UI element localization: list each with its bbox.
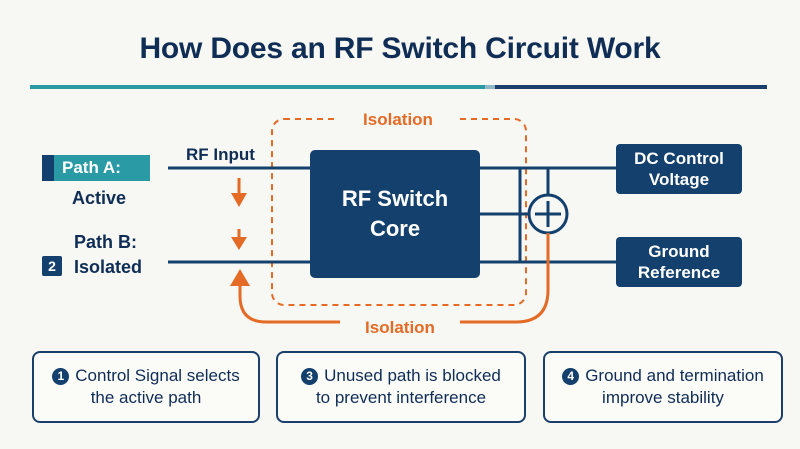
title-underline-teal bbox=[30, 85, 485, 89]
rf-switch-core-block: RF Switch Core bbox=[310, 150, 480, 278]
step-text-line1: Unused path is blocked bbox=[324, 366, 501, 385]
dc-control-voltage-block: DC Control Voltage bbox=[616, 144, 742, 194]
path-b-number-badge: 2 bbox=[42, 256, 62, 276]
isolation-label-top: Isolation bbox=[338, 110, 458, 130]
rf-input-label: RF Input bbox=[186, 145, 255, 164]
step-number-badge: 3 bbox=[301, 368, 319, 385]
step-text-line1: Ground and termination bbox=[585, 366, 764, 385]
core-label-line1: RF Switch bbox=[341, 186, 449, 211]
page-title: How Does an RF Switch Circuit Work bbox=[139, 32, 661, 65]
step-number-badge: 1 bbox=[52, 368, 70, 385]
step-text-line1: Control Signal selects bbox=[75, 366, 240, 385]
path-a-marker bbox=[42, 155, 54, 181]
isolation-label-bottom: Isolation bbox=[340, 318, 460, 338]
step-card: 1 Control Signal selects the active path bbox=[32, 351, 260, 423]
dc-box-line2: Voltage bbox=[648, 170, 710, 189]
step-text-line2: to prevent interference bbox=[315, 388, 487, 407]
step-card: 4 Ground and termination improve stabilit… bbox=[543, 351, 783, 423]
up-arrow-icon bbox=[230, 269, 250, 286]
path-a-tag: Path A: bbox=[42, 155, 150, 181]
dc-box-line1: DC Control bbox=[634, 149, 724, 168]
path-b-state: Isolated bbox=[74, 257, 143, 277]
step-text-line2: the active path bbox=[90, 388, 202, 407]
core-label-line2: Core bbox=[369, 216, 421, 241]
ground-box-line2: Reference bbox=[637, 263, 721, 282]
path-a-label: Path A: bbox=[62, 158, 121, 177]
step-text-line2: improve stability bbox=[602, 388, 724, 407]
path-b-label: Path B: bbox=[74, 232, 137, 252]
step-card: 3 Unused path is blocked to prevent inter… bbox=[276, 351, 526, 423]
step-number-badge: 4 bbox=[562, 368, 580, 385]
ground-box-line1: Ground bbox=[648, 242, 710, 261]
path-a-state: Active bbox=[72, 188, 127, 208]
ground-reference-block: Ground Reference bbox=[616, 237, 742, 287]
title-underline-navy bbox=[495, 85, 767, 89]
title-underline-divider bbox=[485, 85, 495, 89]
